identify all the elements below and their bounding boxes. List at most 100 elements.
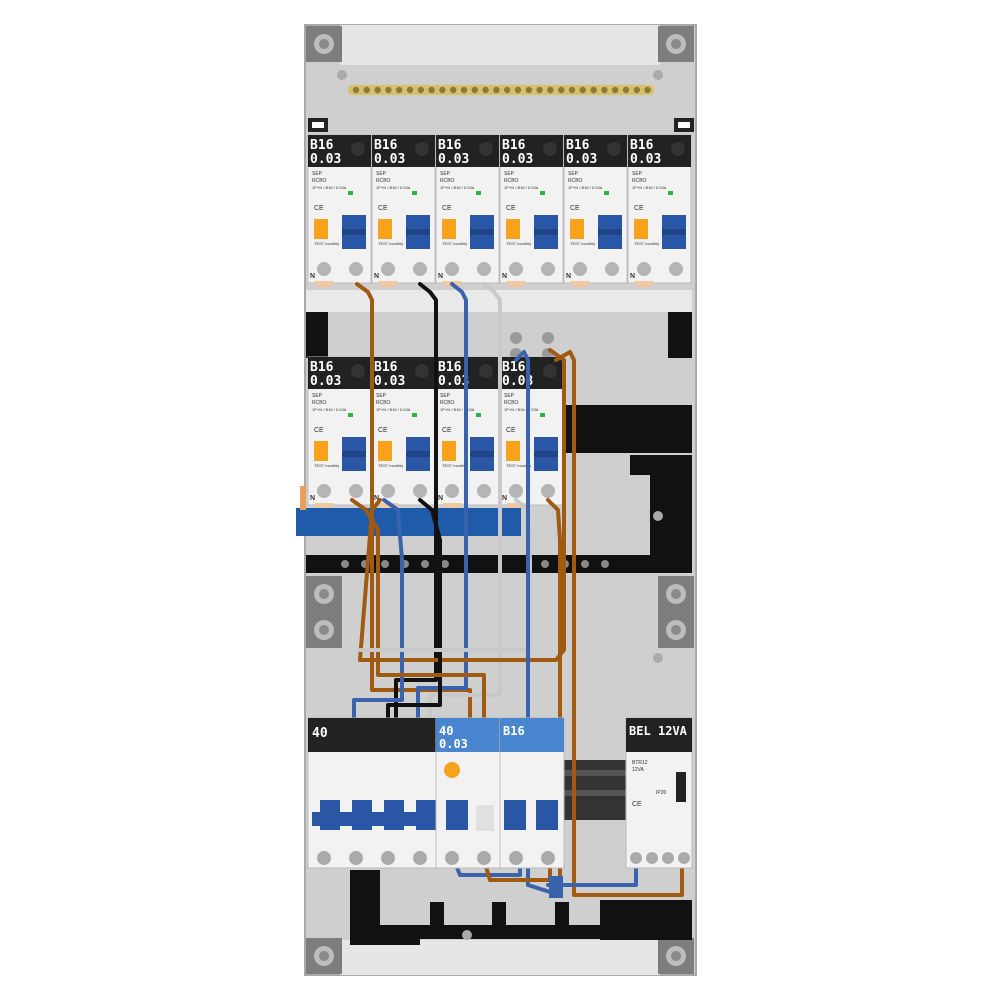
device-type: RCBO (312, 400, 327, 406)
rcbo-sensitivity: 0.03 (374, 374, 405, 389)
neutral-terminal-label: N (566, 273, 571, 280)
neutral-terminal-label: N (374, 273, 379, 280)
terminal-screw-icon[interactable] (477, 262, 491, 276)
bottom-row: 40 40 0.03 B16 (307, 717, 693, 869)
rcbo-sensitivity: 0.03 (310, 152, 341, 167)
terminal-screw-icon[interactable] (381, 262, 395, 276)
mcb-b16[interactable]: B16 (499, 717, 565, 869)
terminal-screw-icon[interactable] (605, 262, 619, 276)
brand-logo: SEP (376, 171, 387, 177)
terminal-screw-icon[interactable] (573, 262, 587, 276)
rcd-sensitivity: 0.03 (439, 737, 468, 751)
rcbo-sensitivity: 0.03 (566, 152, 597, 167)
busbar-terminal-icon (536, 86, 543, 94)
busbar-terminal-icon (579, 86, 586, 94)
terminal-screw-icon[interactable] (413, 262, 427, 276)
test-lever[interactable] (314, 219, 328, 239)
rcbo-sensitivity: 0.03 (630, 152, 661, 167)
rcbo-sensitivity: 0.03 (438, 152, 469, 167)
terminal-screw-icon[interactable] (413, 484, 427, 498)
rcd[interactable]: 40 0.03 (435, 717, 501, 869)
terminal-screw-icon[interactable] (637, 262, 651, 276)
terminal-screw-icon[interactable] (445, 484, 459, 498)
test-label: TEST monthly (314, 463, 339, 468)
test-label: TEST monthly (442, 241, 467, 246)
rail-bolt-icon (581, 560, 589, 568)
test-lever[interactable] (442, 441, 456, 461)
device-spec: 1P+N / B16 / 0.03A (376, 407, 411, 412)
terminal-screw-icon[interactable] (509, 262, 523, 276)
neutral-terminal-label: N (630, 273, 635, 280)
main-switch[interactable]: 40 (307, 717, 437, 869)
terminal-screw-icon[interactable] (477, 484, 491, 498)
busbar-terminal-icon (612, 86, 619, 94)
terminal-screw-icon[interactable] (349, 262, 363, 276)
brand-logo: SEP (312, 171, 323, 177)
rail-bolt-icon (541, 560, 549, 568)
terminal-screw-icon[interactable] (541, 484, 555, 498)
terminal-screw-icon[interactable] (317, 262, 331, 276)
terminal-screw-icon[interactable] (669, 262, 683, 276)
terminal-screw-icon[interactable] (317, 484, 331, 498)
rail-bolt-icon (441, 560, 449, 568)
test-lever[interactable] (378, 441, 392, 461)
test-lever[interactable] (314, 441, 328, 461)
brand-logo: SEP (376, 393, 387, 399)
test-label: TEST monthly (314, 241, 339, 246)
device-spec: 1P+N / B16 / 0.03A (440, 407, 475, 412)
busbar-terminal-icon (439, 86, 446, 94)
test-lever[interactable] (378, 219, 392, 239)
device-type: RCBO (504, 178, 519, 184)
bell-model: BTR12 (632, 760, 648, 766)
brand-logo: SEP (568, 171, 579, 177)
test-lever[interactable] (634, 219, 648, 239)
terminal-screw-icon[interactable] (509, 484, 523, 498)
terminal-screw-icon[interactable] (445, 262, 459, 276)
test-lever[interactable] (506, 441, 520, 461)
busbar-terminal-icon (406, 86, 414, 94)
busbar-terminal-icon (482, 86, 489, 94)
busbar-terminal-icon (644, 86, 651, 94)
bell-power-small: 12VA (632, 767, 645, 773)
din-clips (308, 118, 694, 132)
test-label: TEST monthly (378, 463, 403, 468)
ce-mark: CE (634, 205, 644, 212)
busbar-terminal-icon (460, 86, 468, 94)
screw-icon (306, 576, 342, 612)
test-lever[interactable] (506, 219, 520, 239)
terminal-screw-icon[interactable] (381, 484, 395, 498)
rcbo-sensitivity: 0.03 (310, 374, 341, 389)
bell-transformer[interactable]: BEL 12VA BTR12 12VA IP20 CE (625, 717, 693, 869)
neutral-terminal-label: N (374, 495, 379, 502)
busbar-terminal-icon (633, 86, 640, 94)
busbar-terminal-icon (385, 86, 392, 94)
test-lever[interactable] (442, 219, 456, 239)
neutral-terminal-label: N (438, 273, 443, 280)
brand-logo: SEP (440, 393, 451, 399)
brand-logo: SEP (312, 393, 323, 399)
terminal-screw-icon[interactable] (349, 484, 363, 498)
rcbo-sensitivity: 0.03 (502, 374, 533, 389)
test-lever[interactable] (570, 219, 584, 239)
terminal-screw-icon[interactable] (541, 262, 555, 276)
ce-mark: CE (570, 205, 580, 212)
main-switch-rating: 40 (312, 726, 328, 741)
brand-logo: SEP (440, 171, 451, 177)
busbar-terminal-icon (622, 86, 630, 94)
rcbo-sensitivity: 0.03 (502, 152, 533, 167)
test-label: TEST monthly (506, 463, 531, 468)
device-type: RCBO (376, 178, 391, 184)
device-type: RCBO (376, 400, 391, 406)
test-button-icon[interactable] (444, 762, 460, 778)
busbar-terminal-icon (352, 86, 360, 94)
rail-bolt-icon (601, 560, 609, 568)
